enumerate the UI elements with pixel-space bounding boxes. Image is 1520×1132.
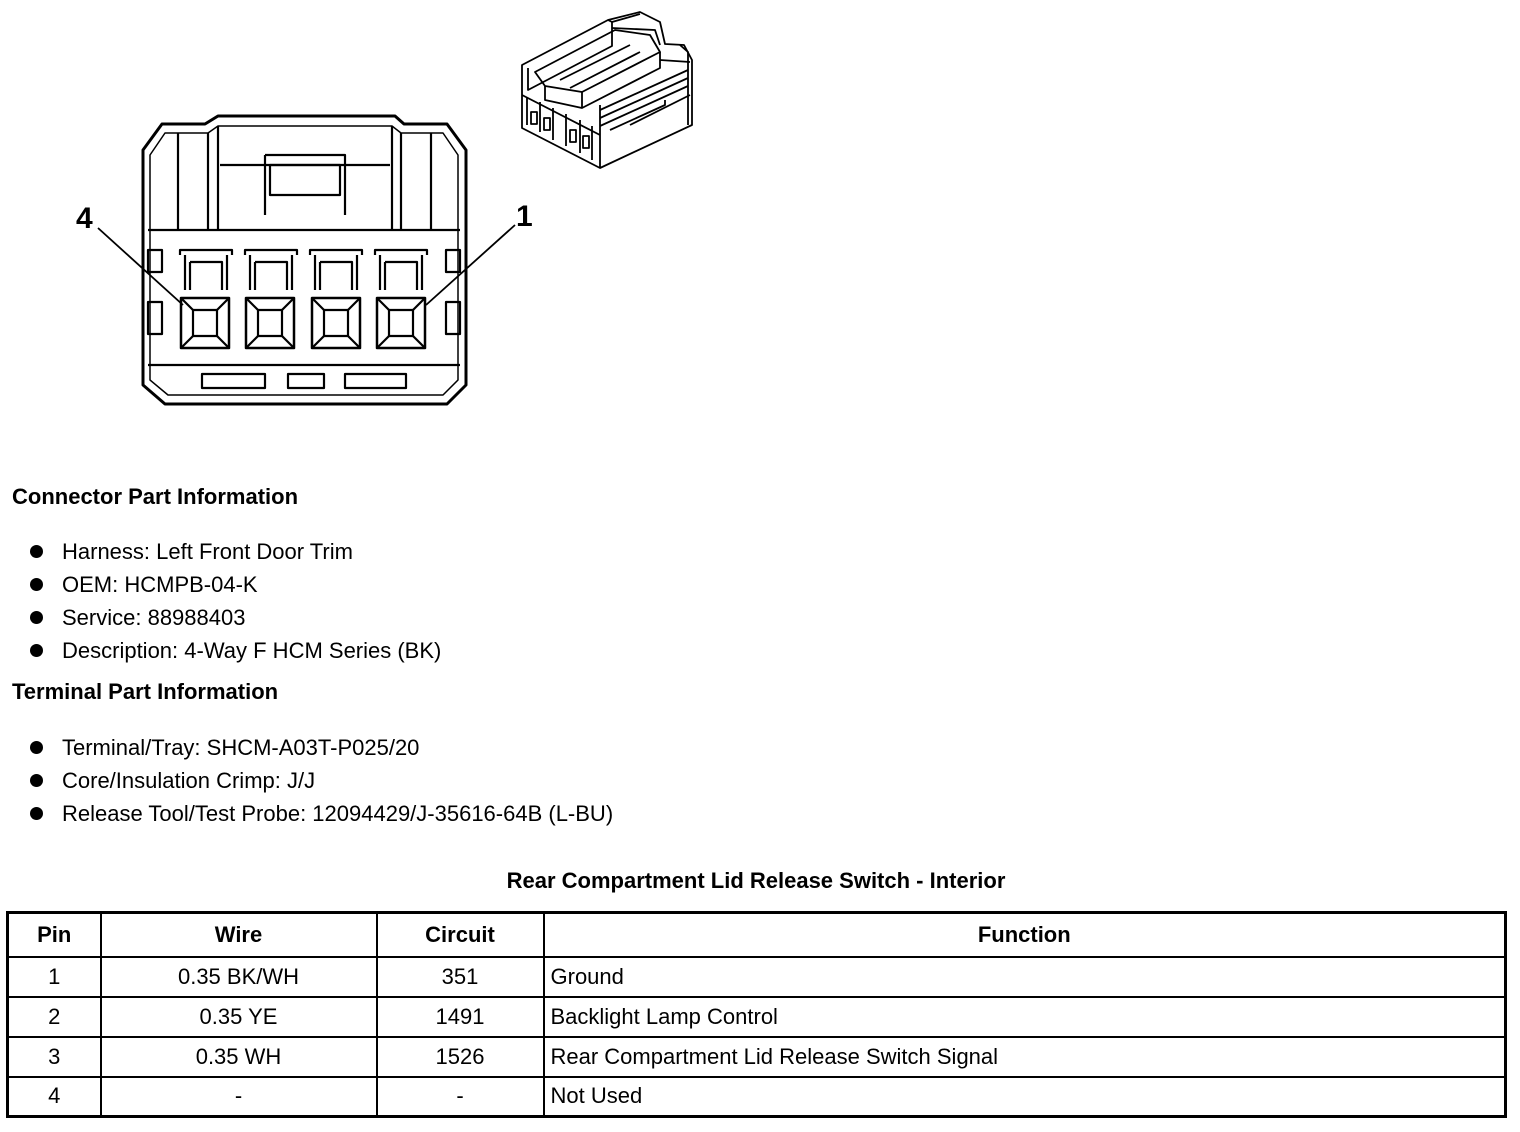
connector-part-heading: Connector Part Information (12, 484, 299, 509)
list-item: Core/Insulation Crimp: J/J (28, 764, 613, 797)
cell-circuit: 1526 (375, 1035, 545, 1078)
callout-line-4 (97, 227, 184, 306)
bullet-icon (30, 774, 43, 787)
table-header-row: Pin Wire Circuit Function (6, 911, 1507, 958)
bullet-icon (30, 611, 43, 624)
cell-wire: 0.35 BK/WH (99, 955, 378, 998)
list-item: Release Tool/Test Probe: 12094429/J-3561… (28, 797, 613, 830)
list-item: Terminal/Tray: SHCM-A03T-P025/20 (28, 731, 613, 764)
header-circuit: Circuit (375, 911, 545, 958)
list-item: Service: 88988403 (28, 601, 441, 634)
cavity-4 (178, 248, 234, 350)
header-function: Function (542, 911, 1507, 958)
table-row: 2 0.35 YE 1491 Backlight Lamp Control (6, 995, 1507, 1038)
cell-function: Ground (542, 955, 1507, 998)
cavity-1 (373, 248, 429, 350)
table-row: 4 - - Not Used (6, 1075, 1507, 1118)
cell-function: Not Used (542, 1075, 1507, 1118)
cell-function: Backlight Lamp Control (542, 995, 1507, 1038)
cell-wire: 0.35 YE (99, 995, 378, 1038)
list-item: Description: 4-Way F HCM Series (BK) (28, 634, 441, 667)
cell-pin: 3 (6, 1035, 102, 1078)
cell-pin: 4 (6, 1075, 102, 1118)
list-item: OEM: HCMPB-04-K (28, 568, 441, 601)
bullet-icon (30, 807, 43, 820)
bullet-icon (30, 578, 43, 591)
callout-line-1 (425, 224, 516, 306)
list-item: Harness: Left Front Door Trim (28, 535, 441, 568)
cell-wire: 0.35 WH (99, 1035, 378, 1078)
cell-wire: - (99, 1075, 378, 1118)
terminal-part-list: Terminal/Tray: SHCM-A03T-P025/20 Core/In… (28, 731, 613, 830)
connector-3d-view (521, 11, 693, 169)
table-row: 1 0.35 BK/WH 351 Ground (6, 955, 1507, 998)
header-pin: Pin (6, 911, 102, 958)
table-row: 3 0.35 WH 1526 Rear Compartment Lid Rele… (6, 1035, 1507, 1078)
cell-pin: 2 (6, 995, 102, 1038)
cavity-2 (308, 248, 364, 350)
header-wire: Wire (99, 911, 378, 958)
connector-face (141, 114, 468, 406)
terminal-part-heading: Terminal Part Information (12, 679, 279, 704)
cell-circuit: 351 (375, 955, 545, 998)
connector-diagram: 4 1 (76, 11, 693, 406)
bullet-icon (30, 741, 43, 754)
cell-circuit: 1491 (375, 995, 545, 1038)
cell-function: Rear Compartment Lid Release Switch Sign… (542, 1035, 1507, 1078)
terminal-cavities (178, 248, 429, 350)
bullet-icon (30, 545, 43, 558)
pin-label-4: 4 (76, 202, 93, 235)
cavity-3 (243, 248, 299, 350)
cell-circuit: - (375, 1075, 545, 1118)
bullet-icon (30, 644, 43, 657)
pin-label-1: 1 (516, 200, 533, 233)
pinout-table: Pin Wire Circuit Function 1 0.35 BK/WH 3… (6, 911, 1507, 1118)
connector-part-list: Harness: Left Front Door Trim OEM: HCMPB… (28, 535, 441, 667)
cell-pin: 1 (6, 955, 102, 998)
table-title: Rear Compartment Lid Release Switch - In… (506, 868, 1006, 893)
